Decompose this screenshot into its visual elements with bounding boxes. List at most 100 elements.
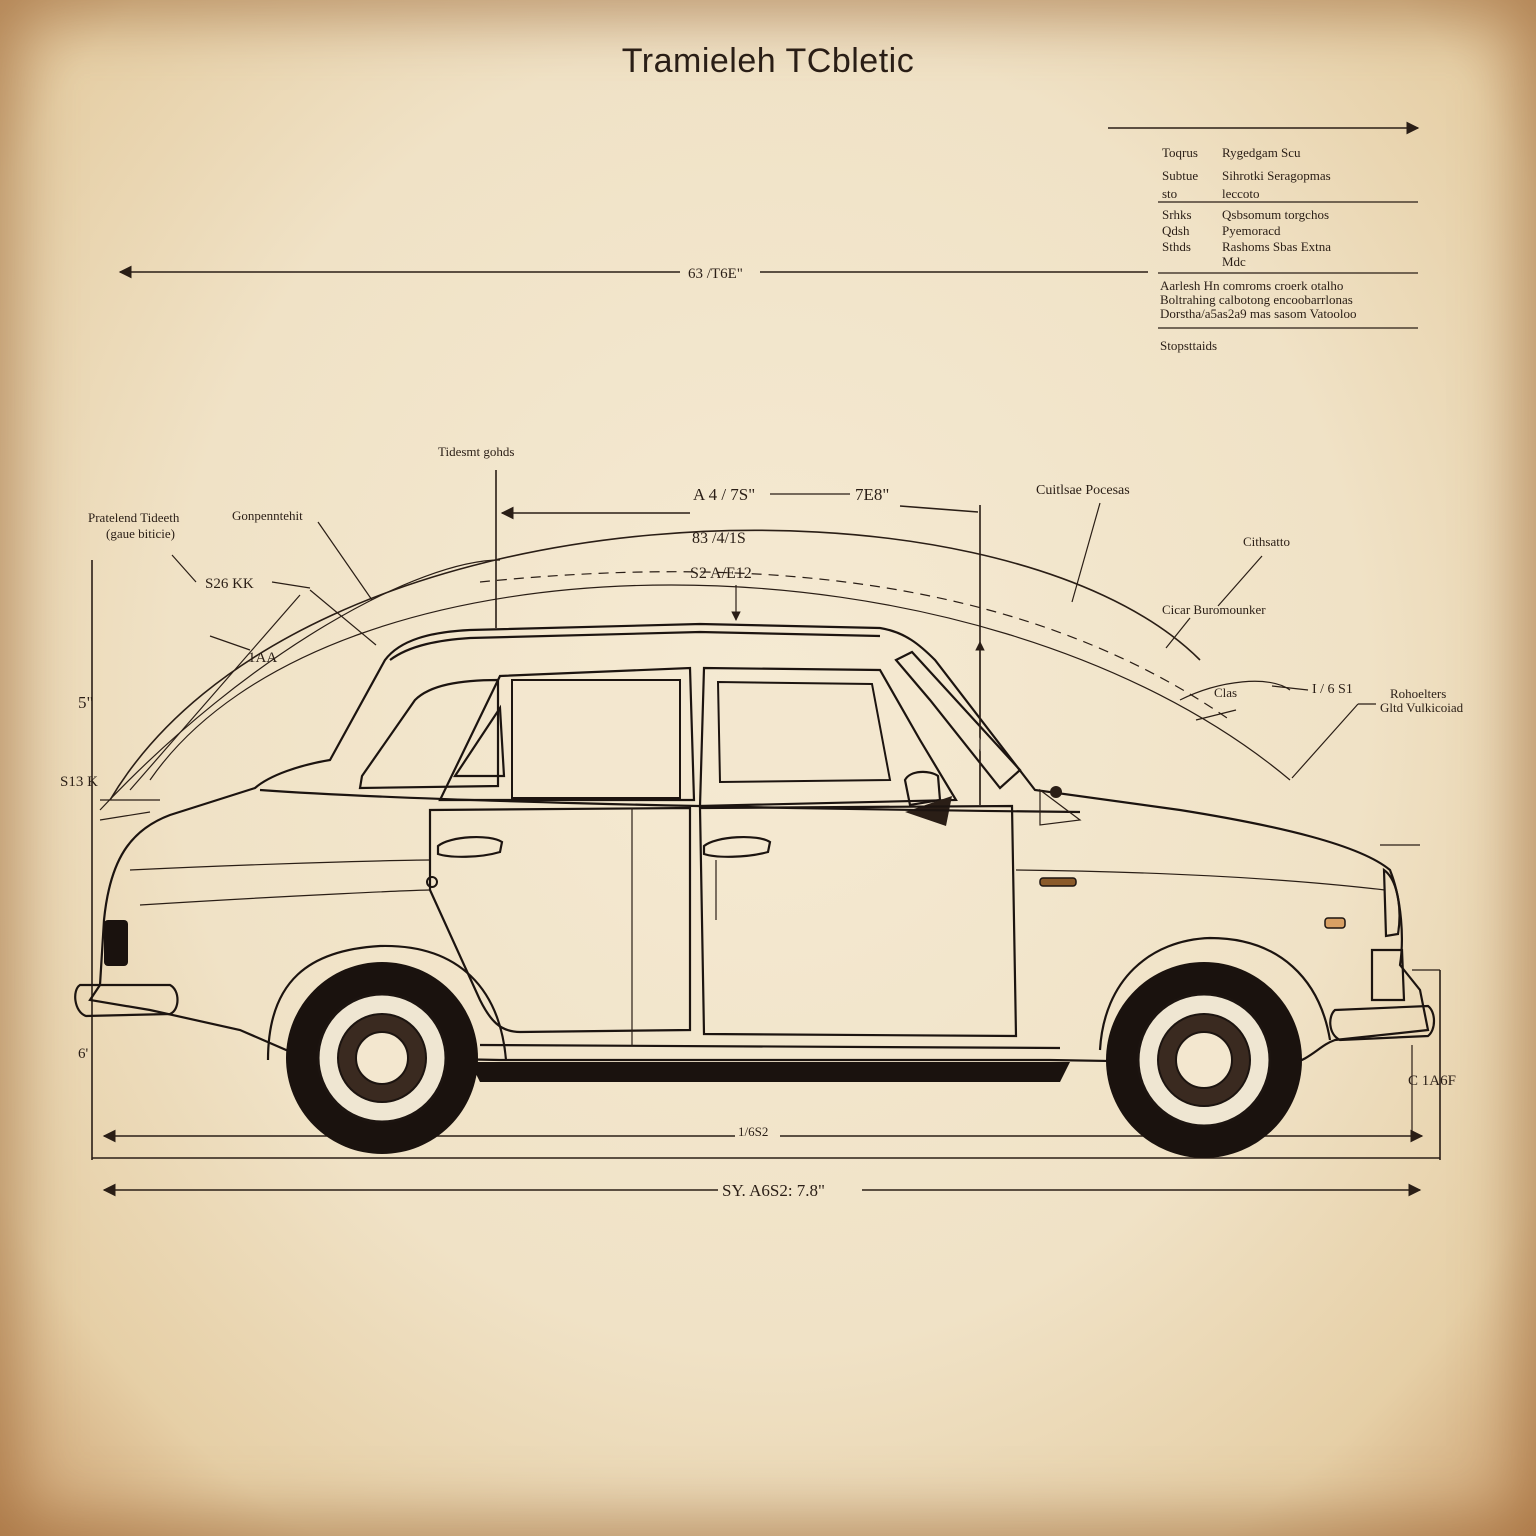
roof-dimension-mid2: S2 A/E12 xyxy=(690,565,752,582)
rocker-panel xyxy=(479,1043,1061,1050)
left-dimension-1: 5" xyxy=(78,693,93,712)
rear-bumper xyxy=(74,983,179,1018)
leader-line xyxy=(1271,685,1309,691)
callout-right-mid2: Cicar Buromounker xyxy=(1162,602,1266,617)
rear-window-reflection xyxy=(452,704,506,778)
front-grille xyxy=(1370,948,1406,1002)
body-crease xyxy=(1015,869,1386,891)
leader-line xyxy=(1195,709,1237,721)
spec-key: Toqrus xyxy=(1162,145,1198,160)
hood-dimension-2: 1AA xyxy=(248,650,277,666)
rear-hubcap xyxy=(355,1031,409,1085)
spec-table: Toqrus Rygedgam Scu Subtue Sihrotki Sera… xyxy=(1108,121,1420,353)
leader-line xyxy=(1071,502,1101,603)
rear-door-glass xyxy=(511,679,681,799)
spec-key: Sthds xyxy=(1162,239,1191,254)
leader-line xyxy=(317,521,373,601)
car-body xyxy=(88,622,1430,1066)
wiper xyxy=(1039,788,1082,826)
front-indicator xyxy=(1324,917,1346,929)
leader-line xyxy=(209,635,251,651)
spec-value: Pyemoracd xyxy=(1222,223,1281,238)
overall-length-label: SY. A6S2: 7.8" xyxy=(722,1181,825,1200)
headlight xyxy=(1382,867,1401,938)
hood-dimension-1: S26 KK xyxy=(205,576,254,592)
roof-dimension-mid: 83 /4/1S xyxy=(692,530,746,547)
callout-right-low2: Clas xyxy=(1214,685,1237,700)
beltline xyxy=(259,788,1081,814)
spec-value: Rygedgam Scu xyxy=(1222,145,1301,160)
front-hubcap xyxy=(1175,1031,1233,1089)
callout-right-far: Rohoelters xyxy=(1390,686,1446,701)
callout-right-top: Cuitlsae Pocesas xyxy=(1036,483,1130,498)
bottom-dimensions: 1/6S2 SY. A6S2: 7.8" xyxy=(92,1124,1440,1200)
leader-line xyxy=(271,581,311,589)
left-dimension-3: 6' xyxy=(78,1046,89,1062)
spec-note: Boltrahing calbotong encoobarrlonas xyxy=(1160,292,1353,307)
front-door-window xyxy=(698,666,958,808)
rear-quarter-window xyxy=(358,678,500,790)
overall-top-dimension: 63 /T6E" xyxy=(118,265,1148,282)
front-bumper xyxy=(1329,1004,1436,1042)
front-door-glass xyxy=(716,680,892,784)
spec-value: leccoto xyxy=(1222,186,1260,201)
outer-arc xyxy=(109,529,1201,801)
windshield-reflection xyxy=(914,668,990,756)
spec-key: Qdsh xyxy=(1162,223,1190,238)
spec-key: Subtue xyxy=(1162,168,1198,183)
callout-left-1b: (gaue biticie) xyxy=(106,526,175,541)
rear-wheel-arch xyxy=(266,944,508,1061)
side-mirror xyxy=(903,770,942,807)
spec-note: Aarlesh Hn comroms croerk otalho xyxy=(1160,278,1343,293)
leader-line xyxy=(129,594,301,791)
car-underbody-shadow xyxy=(470,1062,1070,1082)
callout-right-far-b: Gltd Vulkicoiad xyxy=(1380,700,1464,715)
rear-door xyxy=(428,806,692,1034)
spec-value: Qsbsomum torgchos xyxy=(1222,207,1329,222)
outer-arc-2 xyxy=(149,584,1291,781)
leader-line xyxy=(99,811,151,821)
body-crease xyxy=(139,889,431,906)
rear-door-handle xyxy=(436,835,504,858)
front-door xyxy=(698,804,1018,1038)
spec-key: sto xyxy=(1162,186,1177,201)
roof-dimension-right: 7E8" xyxy=(855,485,889,504)
windshield xyxy=(894,650,1022,790)
leader-line xyxy=(1217,555,1263,607)
body-crease xyxy=(129,859,431,871)
left-dimensions: 5" S13 K 6' xyxy=(60,560,160,1160)
roof-line xyxy=(389,630,881,661)
right-dimensions: C 1A6F xyxy=(1380,844,1456,1160)
roof-line-right xyxy=(899,505,979,513)
rear-wheel xyxy=(286,962,478,1154)
wheelbase-label: 1/6S2 xyxy=(738,1124,768,1139)
hood-ornament xyxy=(1050,786,1062,798)
hood-arc xyxy=(99,559,501,811)
spec-key: Srhks xyxy=(1162,207,1192,222)
side-marker-light xyxy=(1039,877,1077,887)
front-wheel-arch xyxy=(1098,936,1332,1051)
drawing-title: Tramieleh TCbletic xyxy=(621,42,915,80)
spec-value: Sihrotki Seragopmas xyxy=(1222,168,1331,183)
callout-top-center: Tidesmt gohds xyxy=(438,444,514,459)
callout-left-2: Gonpenntehit xyxy=(232,508,303,523)
front-wheel xyxy=(1106,962,1302,1158)
rear-door-window xyxy=(438,666,696,802)
leader-line xyxy=(1291,703,1359,779)
spec-value: Rashoms Sbas Extna xyxy=(1222,239,1331,254)
profile-arcs xyxy=(99,529,1291,811)
leader-arc xyxy=(1179,680,1291,701)
callouts: Tidesmt gohds Pratelend Tideeth (gaue bi… xyxy=(88,444,1464,791)
spec-footer: Stopsttaids xyxy=(1160,338,1217,353)
fuel-cap xyxy=(426,876,438,888)
callout-left-1: Pratelend Tideeth xyxy=(88,510,180,525)
spec-value: Mdc xyxy=(1222,254,1246,269)
car-illustration xyxy=(74,622,1436,1158)
leader-line xyxy=(1165,617,1191,649)
tail-light xyxy=(104,920,128,966)
spec-note: Dorstha/a5as2a9 mas sasom Vatooloo xyxy=(1160,306,1357,321)
dimension-label: 63 /T6E" xyxy=(688,266,743,282)
left-dimension-2: S13 K xyxy=(60,774,98,790)
rear-height-dimension: C 1A6F xyxy=(1408,1073,1456,1089)
